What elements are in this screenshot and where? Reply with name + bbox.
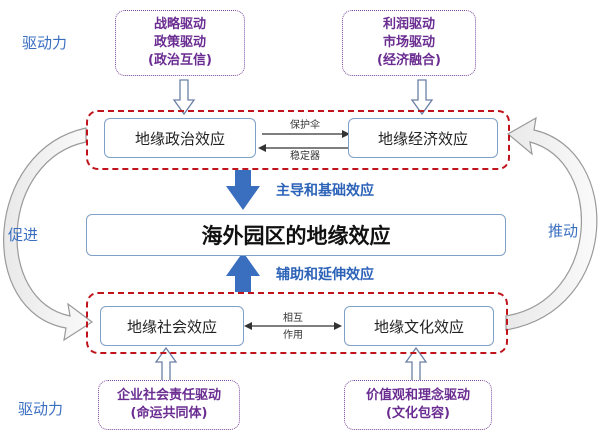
right-curved-arrow <box>505 116 598 331</box>
effect-label: 地缘政治效应 <box>134 129 225 148</box>
interaction-label: 作用 <box>283 330 303 341</box>
leading-effect-label: 主导和基础效应 <box>276 183 374 199</box>
blue-up-arrow <box>226 252 260 292</box>
economic-effect-box: 地缘经济效应 <box>348 118 498 158</box>
driver-text: 企业社会责任驱动 <box>116 388 221 403</box>
bottom-driver-label: 驱动力 <box>18 400 64 418</box>
driver-text: 价值观和理念驱动 <box>365 388 470 403</box>
driver-text: (经济融合) <box>377 53 441 68</box>
effect-label: 地缘经济效应 <box>377 129 468 148</box>
promote-label: 促进 <box>8 226 39 244</box>
driver-box-top-right: 利润驱动 市场驱动 (经济融合) <box>342 10 476 76</box>
umbrella-label: 保护伞 <box>290 120 320 131</box>
push-label: 推动 <box>548 222 579 240</box>
driver-text: 政策驱动 <box>153 35 206 50</box>
driver-text: 战略驱动 <box>153 17 206 32</box>
bottom-left-hollow-arrow <box>154 346 178 383</box>
center-title-box: 海外园区的地缘效应 <box>86 214 506 256</box>
top-connector-arrows <box>258 130 350 152</box>
driver-text: 利润驱动 <box>382 17 435 32</box>
center-title: 海外园区的地缘效应 <box>201 224 391 248</box>
blue-down-arrow <box>226 170 260 210</box>
top-driver-label: 驱动力 <box>22 34 68 52</box>
top-right-hollow-arrow <box>410 79 434 116</box>
driver-text: (命运共同体) <box>130 406 208 421</box>
driver-text: (文化包容) <box>386 406 450 421</box>
effect-label: 地缘社会效应 <box>126 317 217 336</box>
driver-text: (政治互信) <box>148 53 212 68</box>
driver-box-bottom-right: 价值观和理念驱动 (文化包容) <box>344 380 492 430</box>
driver-text: 市场驱动 <box>382 35 435 50</box>
left-curved-arrow <box>3 127 94 342</box>
cultural-effect-box: 地缘文化效应 <box>344 306 494 346</box>
auxiliary-effect-label: 辅助和延伸效应 <box>276 267 374 283</box>
driver-box-top-left: 战略驱动 政策驱动 (政治互信) <box>115 10 245 76</box>
top-left-hollow-arrow <box>172 79 196 116</box>
effect-label: 地缘文化效应 <box>373 317 464 336</box>
top-effect-group <box>86 110 510 170</box>
political-effect-box: 地缘政治效应 <box>104 118 256 158</box>
bottom-right-hollow-arrow <box>404 346 428 383</box>
bottom-effect-group <box>86 292 508 354</box>
bottom-connector-arrow <box>244 322 342 330</box>
mutual-label: 相互 <box>283 313 303 324</box>
driver-box-bottom-left: 企业社会责任驱动 (命运共同体) <box>98 380 240 430</box>
social-effect-box: 地缘社会效应 <box>100 306 244 346</box>
stabilizer-label: 稳定器 <box>290 151 320 162</box>
